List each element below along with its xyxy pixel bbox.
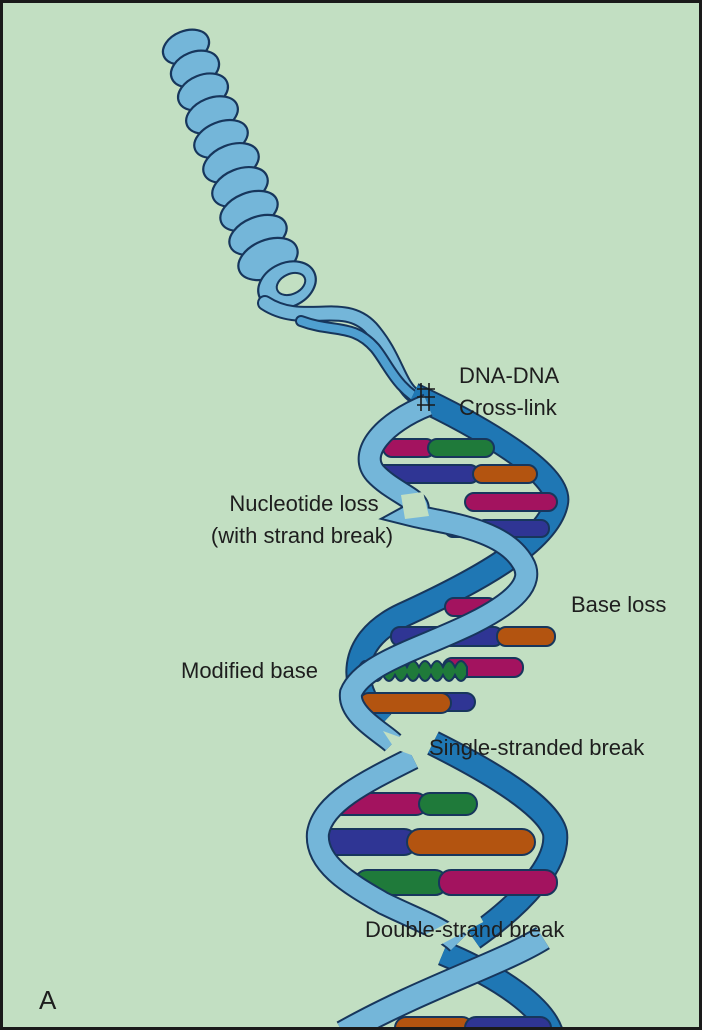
- label-single-strand-break: Single-stranded break: [429, 735, 644, 761]
- label-nucleotide-loss-line1: Nucleotide loss: [199, 491, 409, 517]
- label-nucleotide-loss-line2: (with strand break): [193, 523, 411, 549]
- label-double-strand-break: Double-strand break: [365, 917, 564, 943]
- chromatin-coil: [158, 23, 324, 317]
- label-crosslink-line1: DNA-DNA: [459, 363, 559, 389]
- panel-letter: A: [39, 987, 56, 1013]
- label-modified-base: Modified base: [181, 658, 318, 684]
- strand-linker: [265, 303, 428, 405]
- label-base-loss: Base loss: [571, 592, 666, 618]
- label-crosslink-line2: Cross-link: [459, 395, 557, 421]
